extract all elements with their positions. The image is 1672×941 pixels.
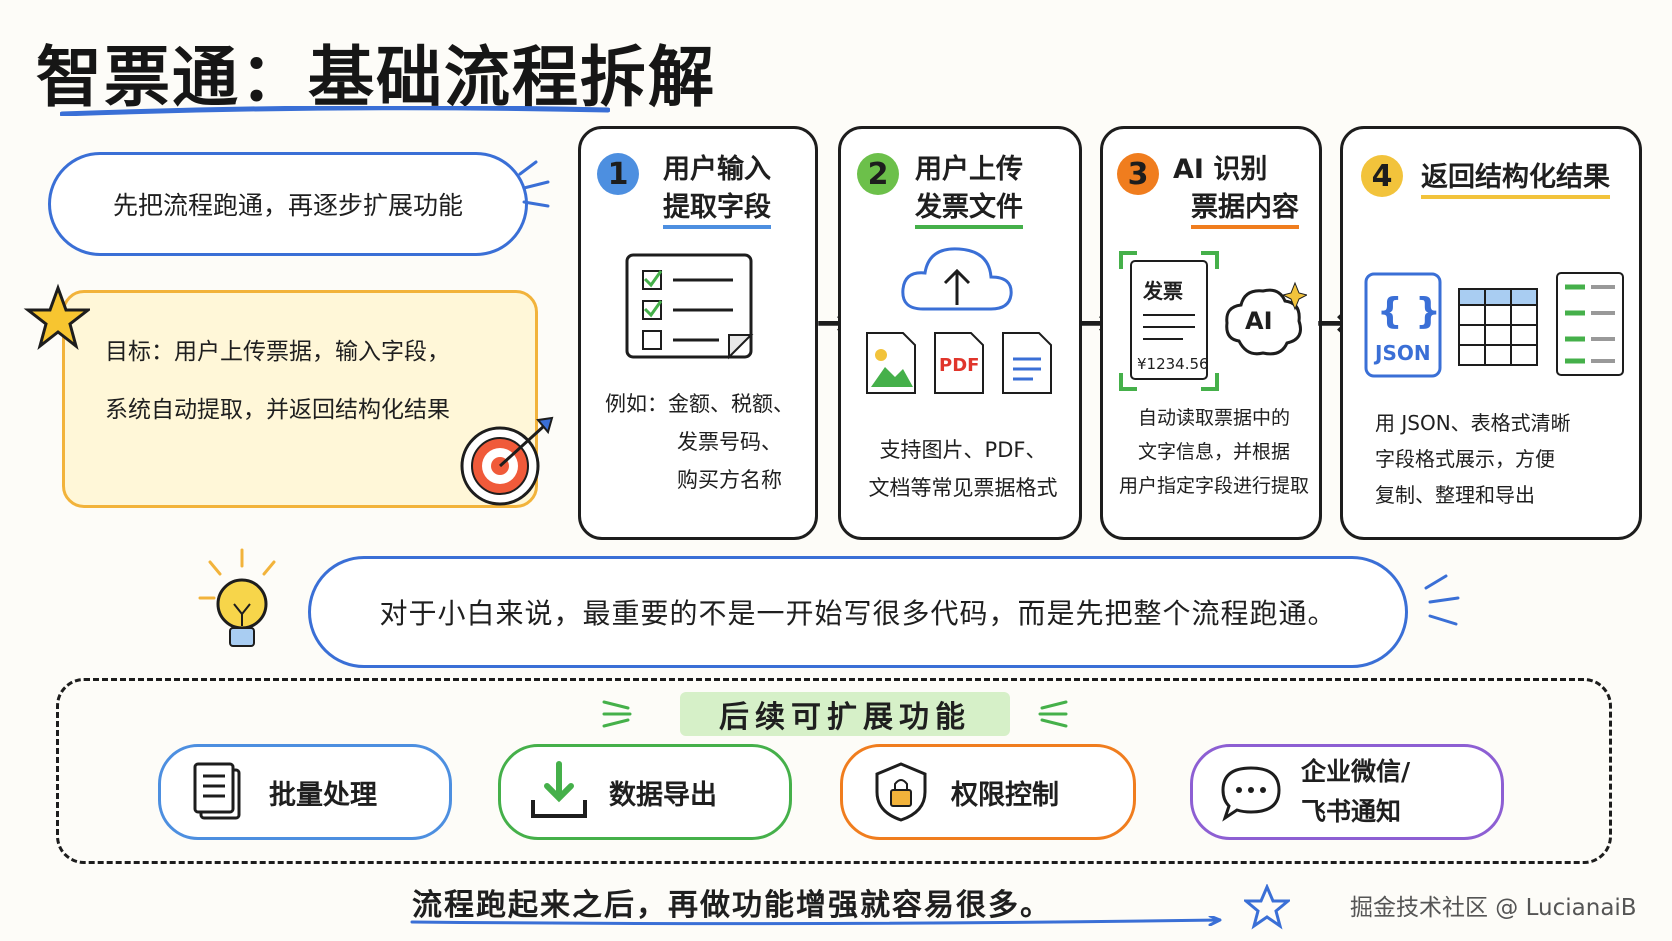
- step-4-desc: 用 JSON、表格式清晰 字段格式展示，方便 复制、整理和导出: [1375, 411, 1571, 507]
- shield-lock-icon: [875, 762, 927, 822]
- cloud-message-text: 对于小白来说，最重要的不是一开始写很多代码，而是先把整个流程跑通。: [379, 597, 1337, 630]
- sparkle-lines-icon: [1424, 574, 1460, 626]
- step-1-title: 用户输入 提取字段: [663, 151, 771, 229]
- feature-batch-processing: 批量处理: [158, 744, 452, 840]
- tip-bubble: 先把流程跑通，再逐步扩展功能: [48, 152, 528, 256]
- extensions-box: [56, 678, 1612, 864]
- ai-brain-icon: [1225, 281, 1307, 356]
- step-4-card: 4 返回结构化结果 { } JSON 用 JSON、表格式清晰 字段格式展示，方…: [1340, 126, 1642, 540]
- file-types-icon: [866, 332, 1052, 394]
- checklist-icon: [625, 253, 754, 360]
- tip-text: 先把流程跑通，再逐步扩展功能: [112, 191, 463, 220]
- title-underline: [60, 106, 610, 116]
- cloud-message: 对于小白来说，最重要的不是一开始写很多代码，而是先把整个流程跑通。: [308, 556, 1408, 668]
- invoice-icon: [1119, 251, 1219, 391]
- download-icon: [531, 761, 587, 818]
- step-2-badge: 2: [857, 153, 899, 195]
- json-braces: { }: [1377, 291, 1441, 332]
- target-icon: [460, 416, 554, 506]
- star-outline-icon: [1244, 884, 1290, 930]
- lightbulb-icon: [198, 548, 276, 647]
- json-label: JSON: [1375, 341, 1431, 365]
- json-file-icon: [1364, 272, 1442, 378]
- invoice-amount: ¥1234.56: [1137, 355, 1209, 373]
- chat-bubble-icon: [1221, 766, 1281, 822]
- feature-notifications: 企业微信/ 飞书通知: [1190, 744, 1504, 840]
- page-title: 智票通：基础流程拆解: [36, 39, 716, 116]
- extensions-title: 后续可扩展功能: [680, 692, 1010, 736]
- step-2-desc: 支持图片、PDF、 文档等常见票据格式: [868, 438, 1058, 500]
- feature-label: 批量处理: [269, 779, 377, 811]
- goal-line-2: 系统自动提取，并返回结构化结果: [105, 397, 450, 423]
- step-3-desc: 自动读取票据中的 文字信息，并根据 用户指定字段进行提取: [1118, 407, 1309, 497]
- feature-label: 权限控制: [951, 779, 1059, 811]
- step-1-desc: 例如：金额、税额、 发票号码、 购买方名称: [605, 392, 794, 492]
- goal-box: 目标：用户上传票据，输入字段， 系统自动提取，并返回结构化结果: [62, 290, 538, 508]
- pdf-icon-label: PDF: [939, 355, 980, 376]
- document-stack-icon: [193, 762, 241, 820]
- step-1-card: 1 用户输入 提取字段 例如：金额、税额、 发票号码、 购买方名称: [578, 126, 818, 540]
- goal-line-1: 目标：用户上传票据，输入字段，: [105, 339, 450, 365]
- table-icon: [1458, 288, 1538, 366]
- star-icon: [23, 283, 90, 350]
- step-4-badge: 4: [1361, 155, 1403, 197]
- cloud-upload-icon: [901, 247, 1013, 311]
- footer-underline: [410, 916, 1222, 926]
- form-icon: [1556, 272, 1624, 376]
- feature-label: 数据导出: [609, 779, 717, 811]
- step-3-badge: 3: [1117, 153, 1159, 195]
- footer-note: 流程跑起来之后，再做功能增强就容易很多。: [412, 888, 1052, 923]
- feature-data-export: 数据导出: [498, 744, 792, 840]
- step-4-title: 返回结构化结果: [1421, 159, 1610, 199]
- feature-permission-control: 权限控制: [840, 744, 1136, 840]
- step-1-badge: 1: [597, 153, 639, 195]
- step-2-title: 用户上传 发票文件: [915, 151, 1023, 229]
- title-sparkles-icon: [602, 700, 1068, 728]
- invoice-heading: 发票: [1143, 279, 1183, 303]
- watermark: 掘金技术社区 @ LucianaiB: [1350, 895, 1637, 921]
- sparkle-lines-icon: [518, 160, 550, 208]
- ai-label: AI: [1245, 307, 1273, 335]
- step-3-title: AI 识别 票据内容: [1173, 151, 1299, 229]
- feature-label: 企业微信/ 飞书通知: [1301, 757, 1411, 826]
- step-3-card: 3 AI 识别 票据内容 发票 ¥1234.56 AI 自动读取票据中的 文字信…: [1100, 126, 1322, 540]
- step-2-card: 2 用户上传 发票文件 PDF 支持图片、PDF、 文档等常见票据格式: [838, 126, 1082, 540]
